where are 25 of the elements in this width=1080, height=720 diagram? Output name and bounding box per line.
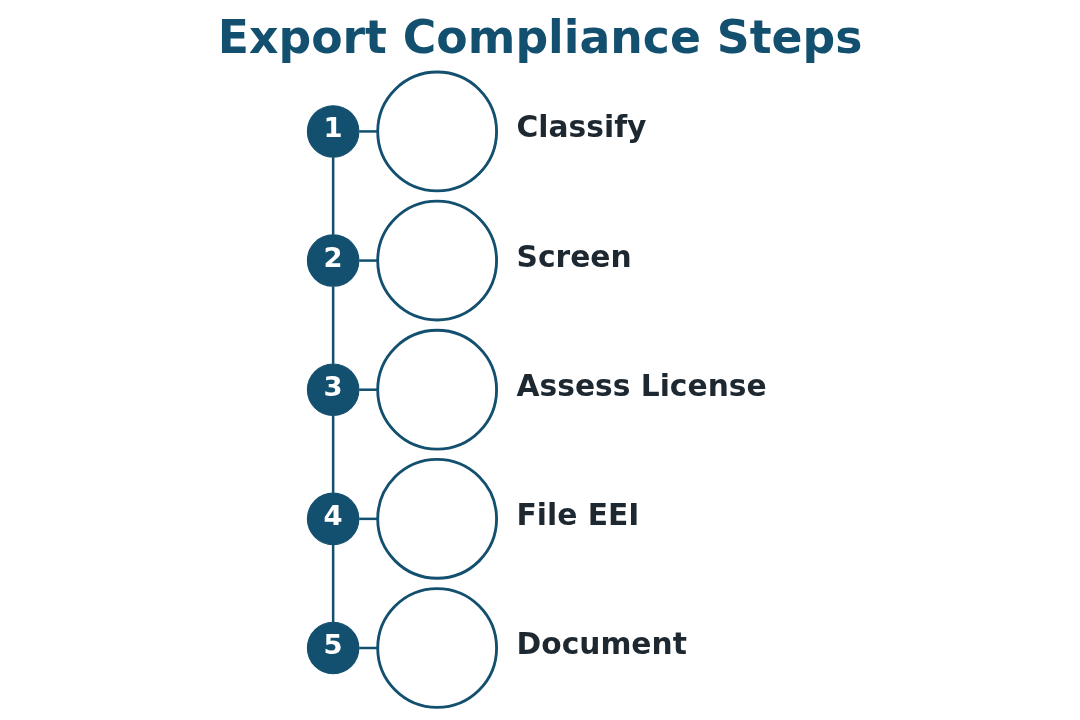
- connector: [359, 388, 378, 391]
- diagram-title: Export Compliance Steps: [217, 10, 863, 64]
- node-circle: [376, 587, 498, 709]
- node-circle: 4: [306, 492, 360, 546]
- node-label: Document: [516, 626, 687, 662]
- connector: [359, 517, 378, 521]
- node-circle: [376, 458, 498, 580]
- connector: [359, 259, 378, 262]
- connector: [331, 415, 335, 493]
- connector: [331, 286, 335, 364]
- connector: [331, 157, 335, 235]
- node-circle: 1: [306, 105, 360, 158]
- node-circle: 2: [306, 234, 360, 287]
- node-label: Assess License: [516, 367, 767, 403]
- connector: [359, 130, 378, 133]
- connector: [359, 646, 378, 650]
- node-label: File EEI: [516, 496, 640, 532]
- node-circle: [376, 328, 498, 451]
- node-circle: [376, 70, 498, 193]
- node-circle: [376, 199, 498, 322]
- connector: [331, 544, 335, 623]
- node-label: Classify: [516, 109, 647, 145]
- node-circle: 3: [306, 363, 360, 416]
- node-circle: 5: [306, 621, 360, 675]
- node-label: Screen: [516, 238, 632, 274]
